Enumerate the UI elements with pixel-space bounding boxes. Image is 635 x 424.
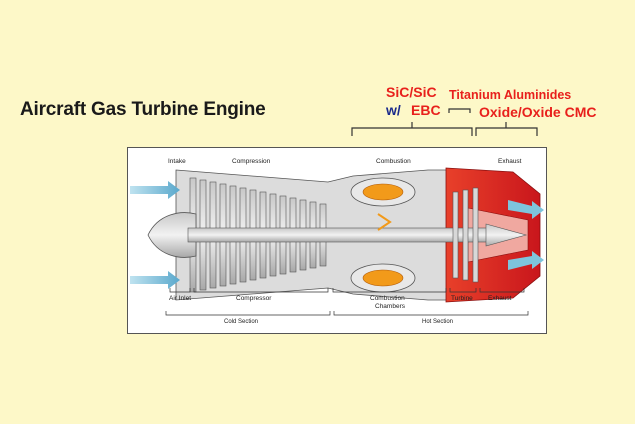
combustion-label: Combustion [376, 158, 411, 165]
main-shaft [187, 227, 489, 243]
engine-diagram-panel: Intake Compression Combustion Exhaust Ai… [127, 147, 547, 334]
ebc-label: EBC [411, 102, 441, 118]
compression-label: Compression [232, 158, 271, 165]
titanium-aluminides-label: Titanium Aluminides [449, 88, 572, 102]
compressor-label: Compressor [236, 295, 272, 302]
cold-section-label: Cold Section [224, 319, 259, 325]
combustion-chambers-label-2: Chambers [375, 303, 405, 310]
oxide-cmc-label: Oxide/Oxide CMC [479, 104, 597, 120]
hot-section-label: Hot Section [422, 319, 454, 325]
airflow-arrows [130, 181, 544, 289]
sic-sic-label: SiC/SiC [386, 84, 437, 100]
turbine-stages [452, 187, 479, 283]
exhaust-bottom-label: Exhaust [488, 295, 512, 302]
with-prefix-label: w/ [386, 102, 401, 118]
component-brackets [165, 288, 529, 316]
exhaust-cone [485, 223, 528, 247]
intake-label: Intake [168, 158, 186, 165]
diagram-title: Aircraft Gas Turbine Engine [20, 99, 266, 120]
combustion-chambers [350, 177, 416, 293]
turbine-label: Turbine [451, 295, 473, 302]
exhaust-top-label: Exhaust [498, 158, 522, 165]
engine-cutaway [130, 167, 544, 316]
air-inlet-label: Air Inlet [169, 295, 192, 302]
combustion-chambers-label-1: Combustion [370, 295, 405, 302]
